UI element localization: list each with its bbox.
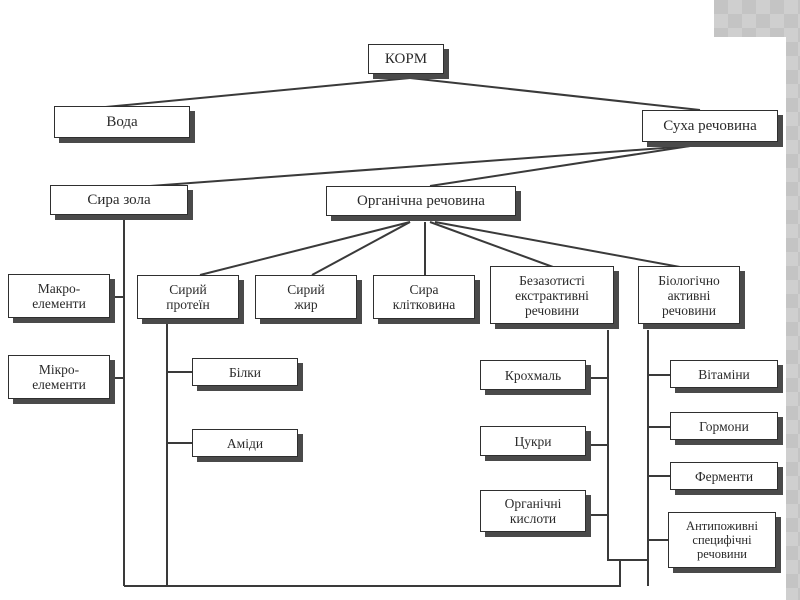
node-tsukry: Цукри [480, 426, 586, 456]
node-makroelementy-label: Макро- елементи [32, 281, 86, 311]
edge-orh-bezazotysti [429, 221, 554, 268]
node-fermenty-label: Ферменти [694, 468, 754, 484]
edge-sukha-zola [149, 145, 691, 187]
node-syryi-zhyr-label: Сирий жир [287, 282, 325, 312]
node-orhanichna-rechovyna: Органічна речовина [326, 186, 516, 216]
edge-korm-sukha [409, 77, 701, 111]
node-hormony: Гормони [670, 412, 778, 440]
node-antypozhyvni-label: Антипоживні специфічні речовини [686, 519, 758, 561]
edge-bez-bus [607, 330, 648, 561]
node-korm-label: КОРМ [384, 50, 428, 67]
node-korm: КОРМ [368, 44, 444, 74]
node-syryi-zhyr: Сирий жир [255, 275, 357, 319]
node-bezazotysti: Безазотисті екстрактивні речовини [490, 266, 614, 324]
node-orhanichni-kysloty-label: Органічні кислоти [504, 496, 562, 526]
node-krokhmal-label: Крохмаль [504, 367, 562, 383]
edge-orh-zhyr [311, 221, 411, 276]
node-orhanichni-kysloty: Органічні кислоти [480, 490, 586, 532]
node-vitaminy: Вітаміни [670, 360, 778, 388]
node-voda: Вода [54, 106, 190, 138]
node-mikroelementy-label: Мікро- елементи [32, 362, 86, 392]
node-syra-klitkovyna-label: Сира клітковина [392, 282, 456, 312]
node-voda-label: Вода [106, 113, 138, 130]
node-bilky: Білки [192, 358, 298, 386]
node-biolohichno-aktyvni-label: Біологічно активні речовини [658, 272, 720, 318]
node-bezazotysti-label: Безазотисті екстрактивні речовини [515, 272, 589, 318]
node-sukha-rechovyna-label: Суха речовина [663, 117, 757, 134]
node-hormony-label: Гормони [699, 418, 749, 434]
node-syra-zola-label: Сира зола [87, 191, 151, 208]
node-syra-zola: Сира зола [50, 185, 188, 215]
node-makroelementy: Макро- елементи [8, 274, 110, 318]
node-syryi-protein: Сирий протеїн [137, 275, 239, 319]
node-fermenty: Ферменти [670, 462, 778, 490]
node-orhanichna-rechovyna-label: Органічна речовина [357, 192, 485, 209]
node-amidy: Аміди [192, 429, 298, 457]
edge-orh-protein [199, 221, 411, 276]
node-tsukry-label: Цукри [514, 433, 552, 449]
edge-korm-voda [94, 77, 411, 109]
node-amidy-label: Аміди [226, 435, 264, 451]
node-sukha-rechovyna: Суха речовина [642, 110, 778, 142]
node-biolohichno-aktyvni: Біологічно активні речовини [638, 266, 740, 324]
node-bilky-label: Білки [228, 364, 262, 380]
node-syryi-protein-label: Сирий протеїн [166, 282, 210, 312]
node-mikroelementy: Мікро- елементи [8, 355, 110, 399]
node-syra-klitkovyna: Сира клітковина [373, 275, 475, 319]
node-vitaminy-label: Вітаміни [698, 366, 750, 382]
edge-bottom-bus [124, 560, 621, 587]
node-krokhmal: Крохмаль [480, 360, 586, 390]
edge-sukha-orh [429, 145, 691, 187]
node-antypozhyvni: Антипоживні специфічні речовини [668, 512, 776, 568]
edge-orh-biolohichno [434, 221, 681, 268]
